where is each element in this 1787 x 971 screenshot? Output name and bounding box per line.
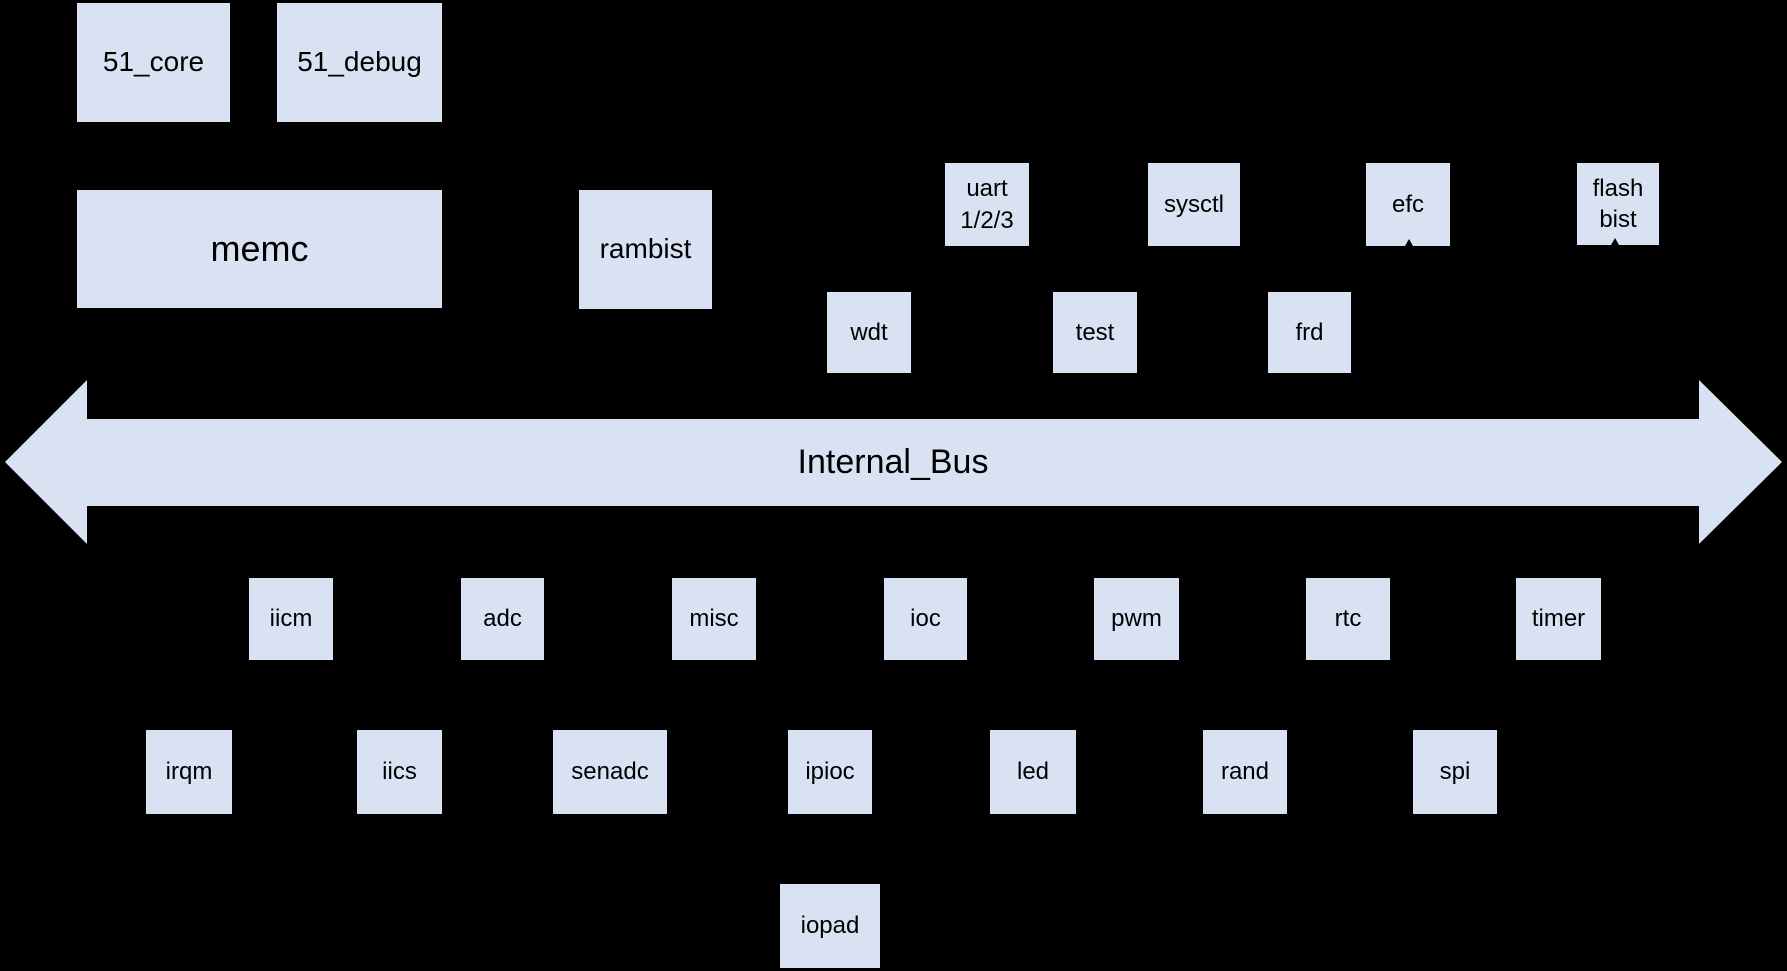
bus-label: Internal_Bus [797,443,989,481]
block-spi: spi [1413,730,1497,814]
block-iics: iics [357,730,442,814]
block-iicm: iicm [249,578,333,660]
block-rand: rand [1203,730,1287,814]
block-test: test [1053,292,1137,373]
block-pwm: pwm [1094,578,1179,660]
bus-right-arrowhead [1699,380,1782,544]
block-timer: timer [1516,578,1601,660]
bus-shaft: Internal_Bus [87,419,1699,506]
block-wdt: wdt [827,292,911,373]
block-iopad: iopad [780,884,880,968]
block-efc: efc [1366,163,1450,246]
block-memc: memc [77,190,442,308]
block-flash-bist: flash bist [1577,163,1659,245]
block-ipioc: ipioc [788,730,872,814]
block-misc: misc [672,578,756,660]
block-irqm: irqm [146,730,232,814]
block-rambist: rambist [579,190,712,309]
block-51-debug: 51_debug [277,3,442,122]
block-uart-123: uart 1/2/3 [945,163,1029,246]
block-ioc: ioc [884,578,967,660]
block-led: led [990,730,1076,814]
block-sysctl: sysctl [1148,163,1240,246]
block-adc: adc [461,578,544,660]
block-senadc: senadc [553,730,667,814]
connector-arrowhead-efc [1405,239,1413,246]
block-rtc: rtc [1306,578,1390,660]
block-frd: frd [1268,292,1351,373]
connector-arrowhead-flash-bist [1611,238,1619,245]
bus-left-arrowhead [5,380,87,544]
block-51-core: 51_core [77,3,230,122]
